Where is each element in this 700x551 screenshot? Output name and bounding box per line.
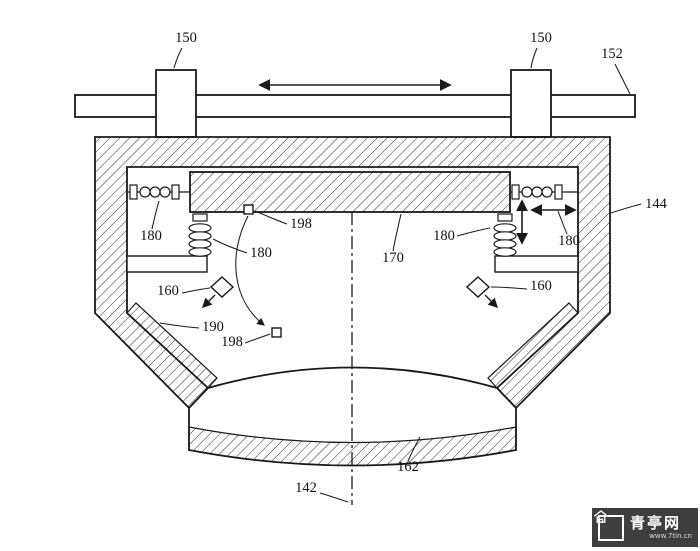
leader-170 [392,213,402,252]
ref-label-162: 162 [397,459,419,475]
slope-liner-left [126,302,218,389]
spring-left-outer [128,184,190,200]
spring-coil [493,231,517,241]
spring-right-outer [510,184,577,200]
watermark-text: 青亭网 www.7tin.cn [630,515,692,541]
watermark-site-name: 青亭网 [630,513,682,532]
ref-label-180-right-inner: 180 [433,228,455,244]
leader-198-bottom [244,333,271,344]
spring-bead [531,186,543,198]
travel-path-arrow [235,215,265,326]
fold-prism-right [465,276,491,298]
spring-cap [511,184,520,200]
spring-coil [188,247,212,257]
ref-label-170: 170 [382,250,404,266]
leader-150-left [173,47,183,69]
ref-label-180-left-outer: 180 [140,228,162,244]
motion-arrows [516,199,577,245]
slope-liner-right [487,302,579,389]
position-markers [235,204,282,338]
marker-square-bottom [271,327,282,338]
fold-arrow-right [484,294,499,309]
spring-bead [541,186,553,198]
ref-label-198-top: 198 [290,216,312,232]
leader-180-left-inner [212,238,248,254]
rail-block-left [155,69,197,138]
spring-bead [521,186,533,198]
leader-150-right [530,47,538,69]
spring-mount [497,213,513,222]
ref-label-144: 144 [645,196,668,212]
leader-152 [614,63,631,95]
ref-label-190: 190 [202,319,224,335]
ref-label-160-right: 160 [530,278,552,294]
spring-coil [493,247,517,257]
spring-bead [159,186,171,198]
reference-labels: 150 150 152 144 180 180 180 180 198 198 … [140,30,668,503]
plate-170 [189,171,511,213]
pavilion-icon [593,510,609,523]
guide-rail [74,94,636,118]
rail-assembly [74,69,636,138]
spring-coil [188,239,212,249]
ref-label-150-right: 150 [530,30,552,46]
spring-bead [139,186,151,198]
spring-coil [188,223,212,233]
watermark-site-url: www.7tin.cn [649,532,692,541]
ref-label-142: 142 [295,480,317,496]
housing [94,136,611,410]
spring-bead [149,186,161,198]
leader-180-right-outer [557,210,568,235]
watermark: 青亭网 www.7tin.cn [592,508,698,547]
leader-190 [159,322,200,329]
leader-180-left-outer [151,200,160,230]
leader-180-right-inner [456,227,491,237]
spring-right-inner [493,213,517,257]
shelf-left [126,255,208,273]
leader-144 [610,203,642,214]
leader-198-top [254,210,288,225]
spring-left-inner [188,213,212,257]
spring-cap [554,184,563,200]
actuator-plate [189,171,511,213]
ref-label-180-left-inner: 180 [250,245,272,261]
spring-coil [493,223,517,233]
fold-prism-left [209,276,235,298]
ref-label-152: 152 [601,46,623,62]
shelf-right [494,255,579,273]
ref-label-180-right-outer: 180 [558,233,580,249]
ref-label-150-left: 150 [175,30,197,46]
spring-cap [171,184,180,200]
rail-block-right [510,69,552,138]
spring-mount [192,213,208,222]
ref-label-160-left: 160 [157,283,179,299]
fold-elements [201,276,499,309]
leader-142 [319,492,349,503]
watermark-logo-icon [593,510,624,541]
spring-cap [129,184,138,200]
leader-160-right [490,286,528,290]
spring-coil [493,239,517,249]
leader-162 [407,436,421,462]
leader-160-left [181,287,211,294]
ref-label-198-bottom: 198 [221,334,243,350]
marker-square-top [243,204,254,215]
spring-coil [188,231,212,241]
fold-arrow-left [201,294,216,309]
springs [128,184,577,257]
